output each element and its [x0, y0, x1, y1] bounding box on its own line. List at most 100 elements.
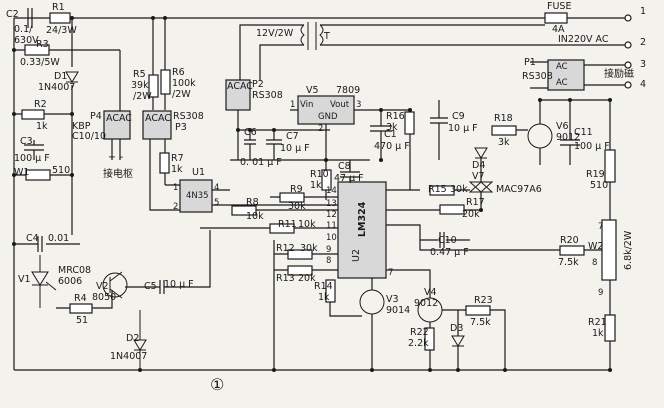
u1-wire [165, 184, 340, 206]
v2-leads [109, 271, 123, 299]
d1-ref: D1 [54, 71, 68, 82]
p4-plus: + [108, 152, 116, 163]
c11-value: 100 µ F [574, 141, 610, 152]
r16-ref: R16 [386, 111, 405, 122]
w2-ref: W2 [588, 241, 604, 252]
r20-value: 7.5k [558, 257, 579, 268]
w1-value: 510 [52, 165, 71, 176]
p4-value: KBP [72, 121, 91, 132]
c3-capacitor [24, 140, 44, 160]
c5-value: 10 µ F [164, 279, 194, 290]
terminal-1 [624, 14, 632, 22]
r22-value: 2.2k [408, 338, 429, 349]
v5-pin-3: 3 [356, 100, 362, 110]
c1-capacitor [370, 110, 392, 160]
r10-ref: R10 [310, 169, 329, 180]
c3-value: 100 µ F [14, 153, 50, 164]
d4-led [474, 147, 488, 159]
u2-pin-10: 10 [326, 233, 337, 243]
u1-pin-5: 5 [214, 198, 220, 208]
w2-wire [596, 249, 611, 315]
u2-pin-8: 8 [326, 256, 332, 266]
c10-value: 0.47 µ F [430, 247, 469, 258]
w1-potentiometer [25, 169, 51, 181]
mains-label: IN220V AC [558, 34, 609, 45]
d2-diode [133, 310, 147, 370]
r15-value: 30k [450, 184, 468, 195]
p2-acac-top: ACAC [227, 81, 253, 92]
d1-diode [65, 71, 79, 83]
c9-ref: C9 [452, 111, 465, 122]
r18-resistor [491, 125, 517, 136]
p4-ref: P4 [90, 111, 102, 122]
r23-value: 7.5k [470, 317, 491, 328]
c7-ref: C7 [286, 131, 299, 142]
r18-ref: R18 [494, 113, 513, 124]
r7-value: 1k [171, 164, 183, 175]
d4-ref: D4 [472, 160, 486, 171]
r7-resistor [159, 152, 170, 174]
u2-pin-7: 7 [388, 268, 394, 278]
r6-ref: R6 [172, 67, 185, 78]
c1-value: 470 µ F [374, 141, 410, 152]
v1-thyristor [31, 255, 57, 308]
r1-ref: R1 [52, 2, 65, 13]
v2-ref: V2 [96, 281, 109, 292]
w2-pin-8: 8 [592, 258, 598, 268]
r15-r17-wire [409, 165, 481, 211]
r2-resistor [21, 109, 45, 120]
u2-pin-14: 14 [326, 186, 337, 196]
r3-value: 0.33/5W [20, 57, 60, 68]
c8-capacitor [340, 160, 360, 190]
r9-ref: R9 [290, 184, 303, 195]
r17-ref: R17 [466, 197, 485, 208]
fuse-ref: FUSE [547, 1, 572, 12]
r13-ref: R13 [276, 273, 295, 284]
u2-pin-13: 13 [326, 199, 337, 209]
r6-value1: 100k [172, 78, 196, 89]
r14-ref: R14 [314, 281, 333, 292]
p4-minus: - [120, 152, 124, 163]
p4-bridge [103, 110, 131, 140]
r8-value: 10k [246, 211, 264, 222]
v7-value: MAC97A6 [496, 184, 542, 195]
u2-pin-9: 9 [326, 245, 332, 255]
p1-ac-bottom: AC [556, 78, 568, 88]
r11-value: 10k [298, 219, 316, 230]
c5-capacitor [125, 230, 211, 294]
u1-value: 4N35 [186, 191, 209, 201]
c3-ref: C3 [20, 136, 33, 147]
r16-value: 3k [386, 122, 398, 133]
p2-wire [237, 110, 330, 160]
r12-r13-wire [273, 240, 338, 370]
c2-ref: C2 [6, 9, 19, 20]
c10-capacitor [420, 232, 470, 248]
r12-ref: R12 [276, 243, 295, 254]
r12-value: 30k [300, 243, 318, 254]
w2-pin-9: 9 [598, 288, 604, 298]
r17-value: 20k [462, 209, 480, 220]
r15-ref: R15 [428, 184, 447, 195]
v4-value: 9012 [414, 298, 439, 309]
w2-potentiometer [601, 219, 617, 281]
v3-value: 9014 [386, 305, 411, 316]
p3-bridge [142, 110, 172, 140]
v1-value1: MRC08 [58, 265, 92, 276]
r23-resistor [465, 305, 491, 316]
d3-led [451, 335, 465, 347]
u2-ref: U2 [351, 249, 362, 262]
u1-pin-2: 2 [173, 202, 179, 212]
p2-bridge [225, 79, 251, 111]
p4-value2: C10/10 [72, 131, 107, 142]
r4-value: 51 [76, 315, 89, 326]
terminal-2-label: 2 [640, 37, 647, 48]
u2-value: LM324 [357, 201, 368, 237]
terminal-4-label: 4 [640, 79, 647, 90]
r1-value: 24/3W [46, 25, 77, 36]
r23-ref: R23 [474, 295, 493, 306]
v6-transistor [527, 123, 553, 149]
u2-output-wire [386, 189, 460, 251]
c11-ref: C11 [574, 127, 593, 138]
